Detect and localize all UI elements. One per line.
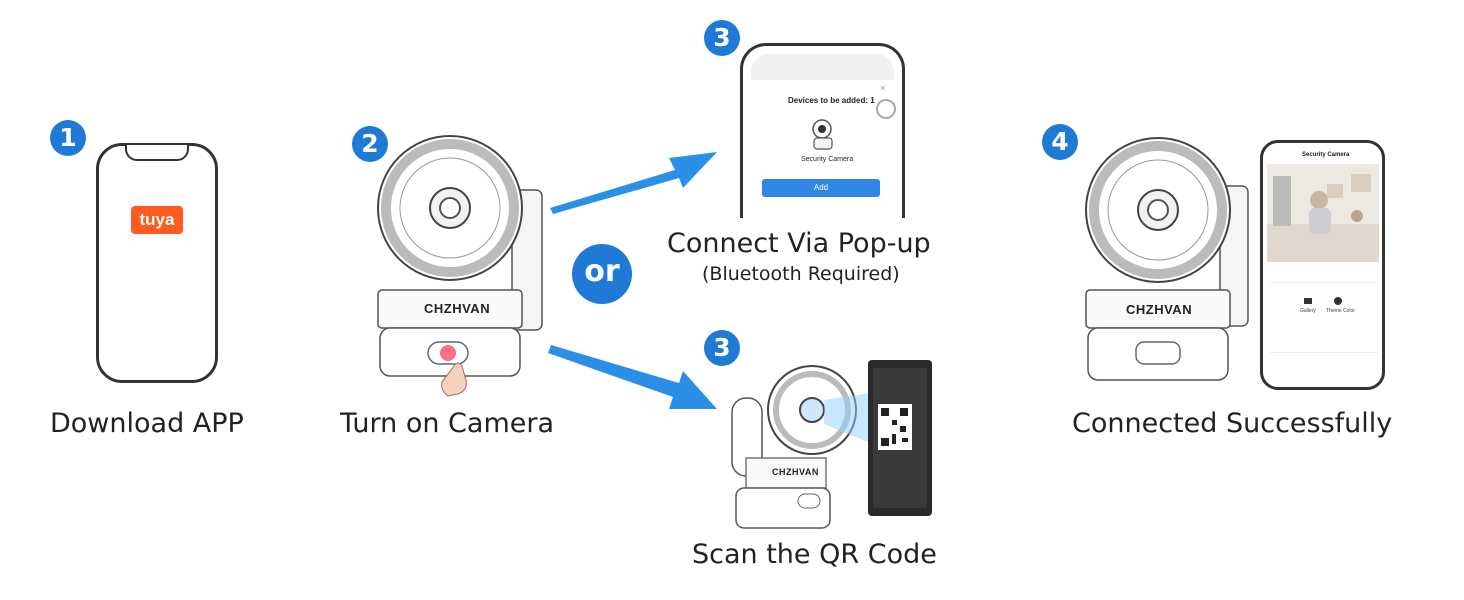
security-camera-icon — [812, 119, 833, 150]
popup-close-icon[interactable]: × — [880, 83, 886, 93]
popup-title: Devices to be added: 1 — [788, 96, 875, 105]
theme-color-label: Theme Color — [1326, 308, 1355, 314]
gallery-label: Gallery — [1300, 308, 1316, 314]
app-bottom-nav — [1270, 352, 1378, 353]
popup-add-button[interactable]: Add — [762, 179, 880, 197]
step-4-caption: Connected Successfully — [1072, 408, 1393, 439]
step-1-caption: Download APP — [50, 408, 244, 439]
gallery-icon[interactable] — [1304, 298, 1312, 304]
tuya-app-logo: tuya — [131, 206, 183, 234]
step-3b-brand-label: CHZHVAN — [772, 467, 819, 477]
step-3a-subcaption: (Bluetooth Required) — [702, 263, 900, 285]
phone-status-bar — [751, 54, 894, 80]
app-control-grid: Gallery Theme Color — [1270, 272, 1378, 362]
step-4-brand-label: CHZHVAN — [1126, 302, 1193, 317]
qr-phone — [868, 360, 932, 516]
step-1-phone — [96, 143, 218, 383]
step-4-camera — [1085, 137, 1249, 381]
app-toolbar-row — [1270, 272, 1378, 283]
phone-notch — [125, 145, 189, 161]
step-4-badge: 4 — [1042, 124, 1078, 160]
step-2-badge: 2 — [352, 126, 388, 162]
step-3b-caption: Scan the QR Code — [692, 539, 937, 570]
step-3b-camera — [731, 365, 878, 529]
step-2-brand-label: CHZHVAN — [424, 301, 491, 316]
app-live-video — [1267, 164, 1379, 262]
step-2-caption: Turn on Camera — [340, 408, 554, 439]
step-3a-badge: 3 — [704, 20, 740, 56]
step-3a-caption: Connect Via Pop-up — [667, 228, 931, 259]
step-2-camera — [377, 135, 543, 397]
theme-color-icon[interactable] — [1334, 297, 1342, 305]
or-badge: or — [572, 244, 632, 304]
arrow-to-qr — [548, 345, 717, 409]
app-screen-title: Security Camera — [1302, 152, 1350, 158]
step-1-badge: 1 — [50, 120, 86, 156]
arrow-to-popup — [550, 152, 717, 214]
step-3b-badge: 3 — [704, 330, 740, 366]
popup-device-name: Security Camera — [801, 156, 854, 163]
popup-scroll-circle — [876, 99, 896, 119]
